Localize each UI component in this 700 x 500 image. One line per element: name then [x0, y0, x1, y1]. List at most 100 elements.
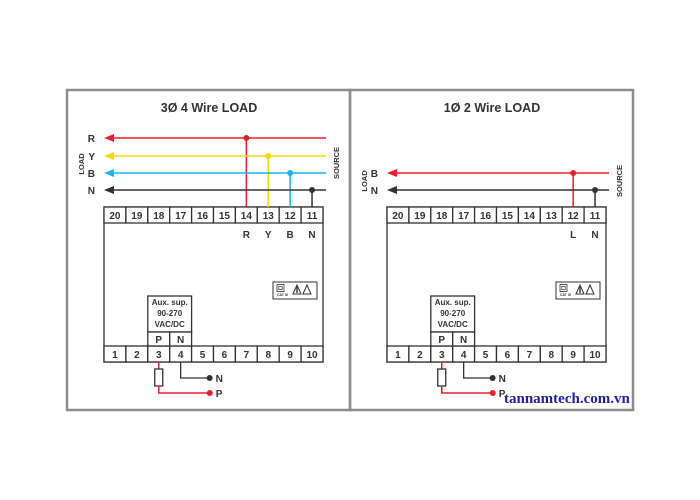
line-label-r: R [88, 134, 96, 145]
shock-hazard-icon [292, 283, 302, 295]
terminal-top-label-20: 20 [109, 211, 121, 222]
arrow-n-icon [387, 186, 397, 194]
terminal-top-label-16: 16 [197, 211, 209, 222]
line-label-b: B [88, 169, 95, 180]
terminal-top-label-15: 15 [502, 211, 514, 222]
terminal-top-label-20: 20 [392, 211, 404, 222]
aux-n-label: N [460, 335, 467, 346]
terminal-bottom-label-10: 10 [589, 350, 601, 361]
terminal-bottom-label-7: 7 [527, 350, 533, 361]
terminal-top-label-19: 19 [131, 211, 143, 222]
terminal-bottom-label-1: 1 [112, 350, 118, 361]
aux-supply-label: Aux. sup. [435, 298, 471, 307]
supply-n-label: N [499, 374, 506, 385]
terminal-top-label-19: 19 [414, 211, 426, 222]
terminal-bottom-label-2: 2 [417, 350, 423, 361]
supply-n-dot [206, 375, 213, 381]
aux-p-label: P [155, 335, 162, 346]
warning-icon [585, 283, 595, 295]
supply-p-label: P [216, 389, 223, 400]
warning-icon [302, 283, 312, 295]
aux-supply-type: VAC/DC [438, 320, 468, 329]
junction-y-dot [265, 153, 272, 159]
watermark: tannamtech.com.vn [504, 391, 630, 407]
terminal-top-label-13: 13 [263, 211, 275, 222]
terminal-bottom-label-1: 1 [395, 350, 401, 361]
terminal-bottom-label-3: 3 [156, 350, 162, 361]
terminal-bottom-label-7: 7 [244, 350, 250, 361]
terminal-bottom-label-9: 9 [287, 350, 293, 361]
double-insulation-inner-icon [278, 285, 283, 291]
arrow-b-icon [387, 169, 397, 177]
supply-n-dot [489, 375, 496, 381]
terminal-bottom-label-5: 5 [483, 350, 489, 361]
line-label-b: B [371, 169, 378, 180]
line-label-y: Y [88, 152, 95, 163]
fuse-icon [154, 368, 164, 387]
junction-n-dot [309, 187, 316, 193]
supply-wire-n [462, 362, 492, 379]
double-insulation-inner-icon [561, 285, 566, 291]
panel-title-1phase: 1Ø 2 Wire LOAD [444, 101, 540, 115]
terminal-top-label-13: 13 [546, 211, 558, 222]
terminal-top-label-18: 18 [436, 211, 448, 222]
terminal-bottom-label-8: 8 [265, 350, 271, 361]
panel-frame-1phase [348, 88, 635, 412]
supply-wire-p [441, 386, 492, 394]
aux-n-label: N [177, 335, 184, 346]
supply-n-label: N [216, 374, 223, 385]
source-side-label-3phase: SOURCE [332, 147, 341, 179]
terminal-phase-label-l: L [570, 230, 576, 241]
aux-n-cell [169, 331, 193, 347]
junction-n-dot [592, 187, 599, 193]
supply-p-dot [489, 390, 496, 396]
aux-n-cell [452, 331, 476, 347]
aux-p-label: P [438, 335, 445, 346]
terminal-phase-label-n: N [308, 230, 315, 241]
terminal-bottom-label-2: 2 [134, 350, 140, 361]
fuse-icon [437, 368, 447, 387]
terminal-top-label-16: 16 [480, 211, 492, 222]
double-insulation-icon [276, 284, 285, 292]
arrow-b-icon [104, 169, 114, 177]
terminal-phase-label-y: Y [265, 230, 272, 241]
terminal-bottom-label-9: 9 [570, 350, 576, 361]
terminal-top-label-14: 14 [524, 211, 536, 222]
double-insulation-icon [559, 284, 568, 292]
supply-p-dot [206, 390, 213, 396]
junction-b-dot [570, 170, 577, 176]
shock-hazard-icon [575, 283, 585, 295]
arrow-y-icon [104, 152, 114, 160]
terminal-bottom-label-4: 4 [461, 350, 467, 361]
terminal-bottom-10-3phase [300, 345, 324, 363]
source-side-label-1phase: SOURCE [615, 165, 624, 197]
load-side-label-1phase: LOAD [360, 170, 369, 192]
aux-supply-range: 90-270 [440, 309, 465, 318]
supply-wire-p [158, 386, 209, 394]
supply-wire-n [179, 362, 209, 379]
line-label-n: N [371, 186, 378, 197]
junction-r-dot [243, 135, 250, 141]
terminal-bottom-label-10: 10 [306, 350, 318, 361]
terminal-phase-label-r: R [243, 230, 251, 241]
aux-supply-box-1phase [430, 295, 476, 333]
terminal-top-label-11: 11 [590, 211, 601, 222]
terminal-bottom-label-6: 6 [505, 350, 511, 361]
terminal-bottom-label-3: 3 [439, 350, 445, 361]
terminal-top-label-11: 11 [307, 211, 318, 222]
terminal-top-label-15: 15 [219, 211, 231, 222]
terminal-bottom-label-6: 6 [222, 350, 228, 361]
supply-p-label: P [499, 389, 506, 400]
terminal-bottom-label-8: 8 [548, 350, 554, 361]
cat-rating-label: CAT III [560, 293, 571, 297]
terminal-top-label-18: 18 [153, 211, 165, 222]
line-label-n: N [88, 186, 95, 197]
aux-supply-type: VAC/DC [155, 320, 185, 329]
terminal-top-label-17: 17 [175, 211, 187, 222]
cat-rating-label: CAT III [277, 293, 288, 297]
terminal-top-label-12: 12 [285, 211, 297, 222]
terminal-bottom-label-4: 4 [178, 350, 184, 361]
arrow-r-icon [104, 134, 114, 142]
terminal-top-label-17: 17 [458, 211, 470, 222]
